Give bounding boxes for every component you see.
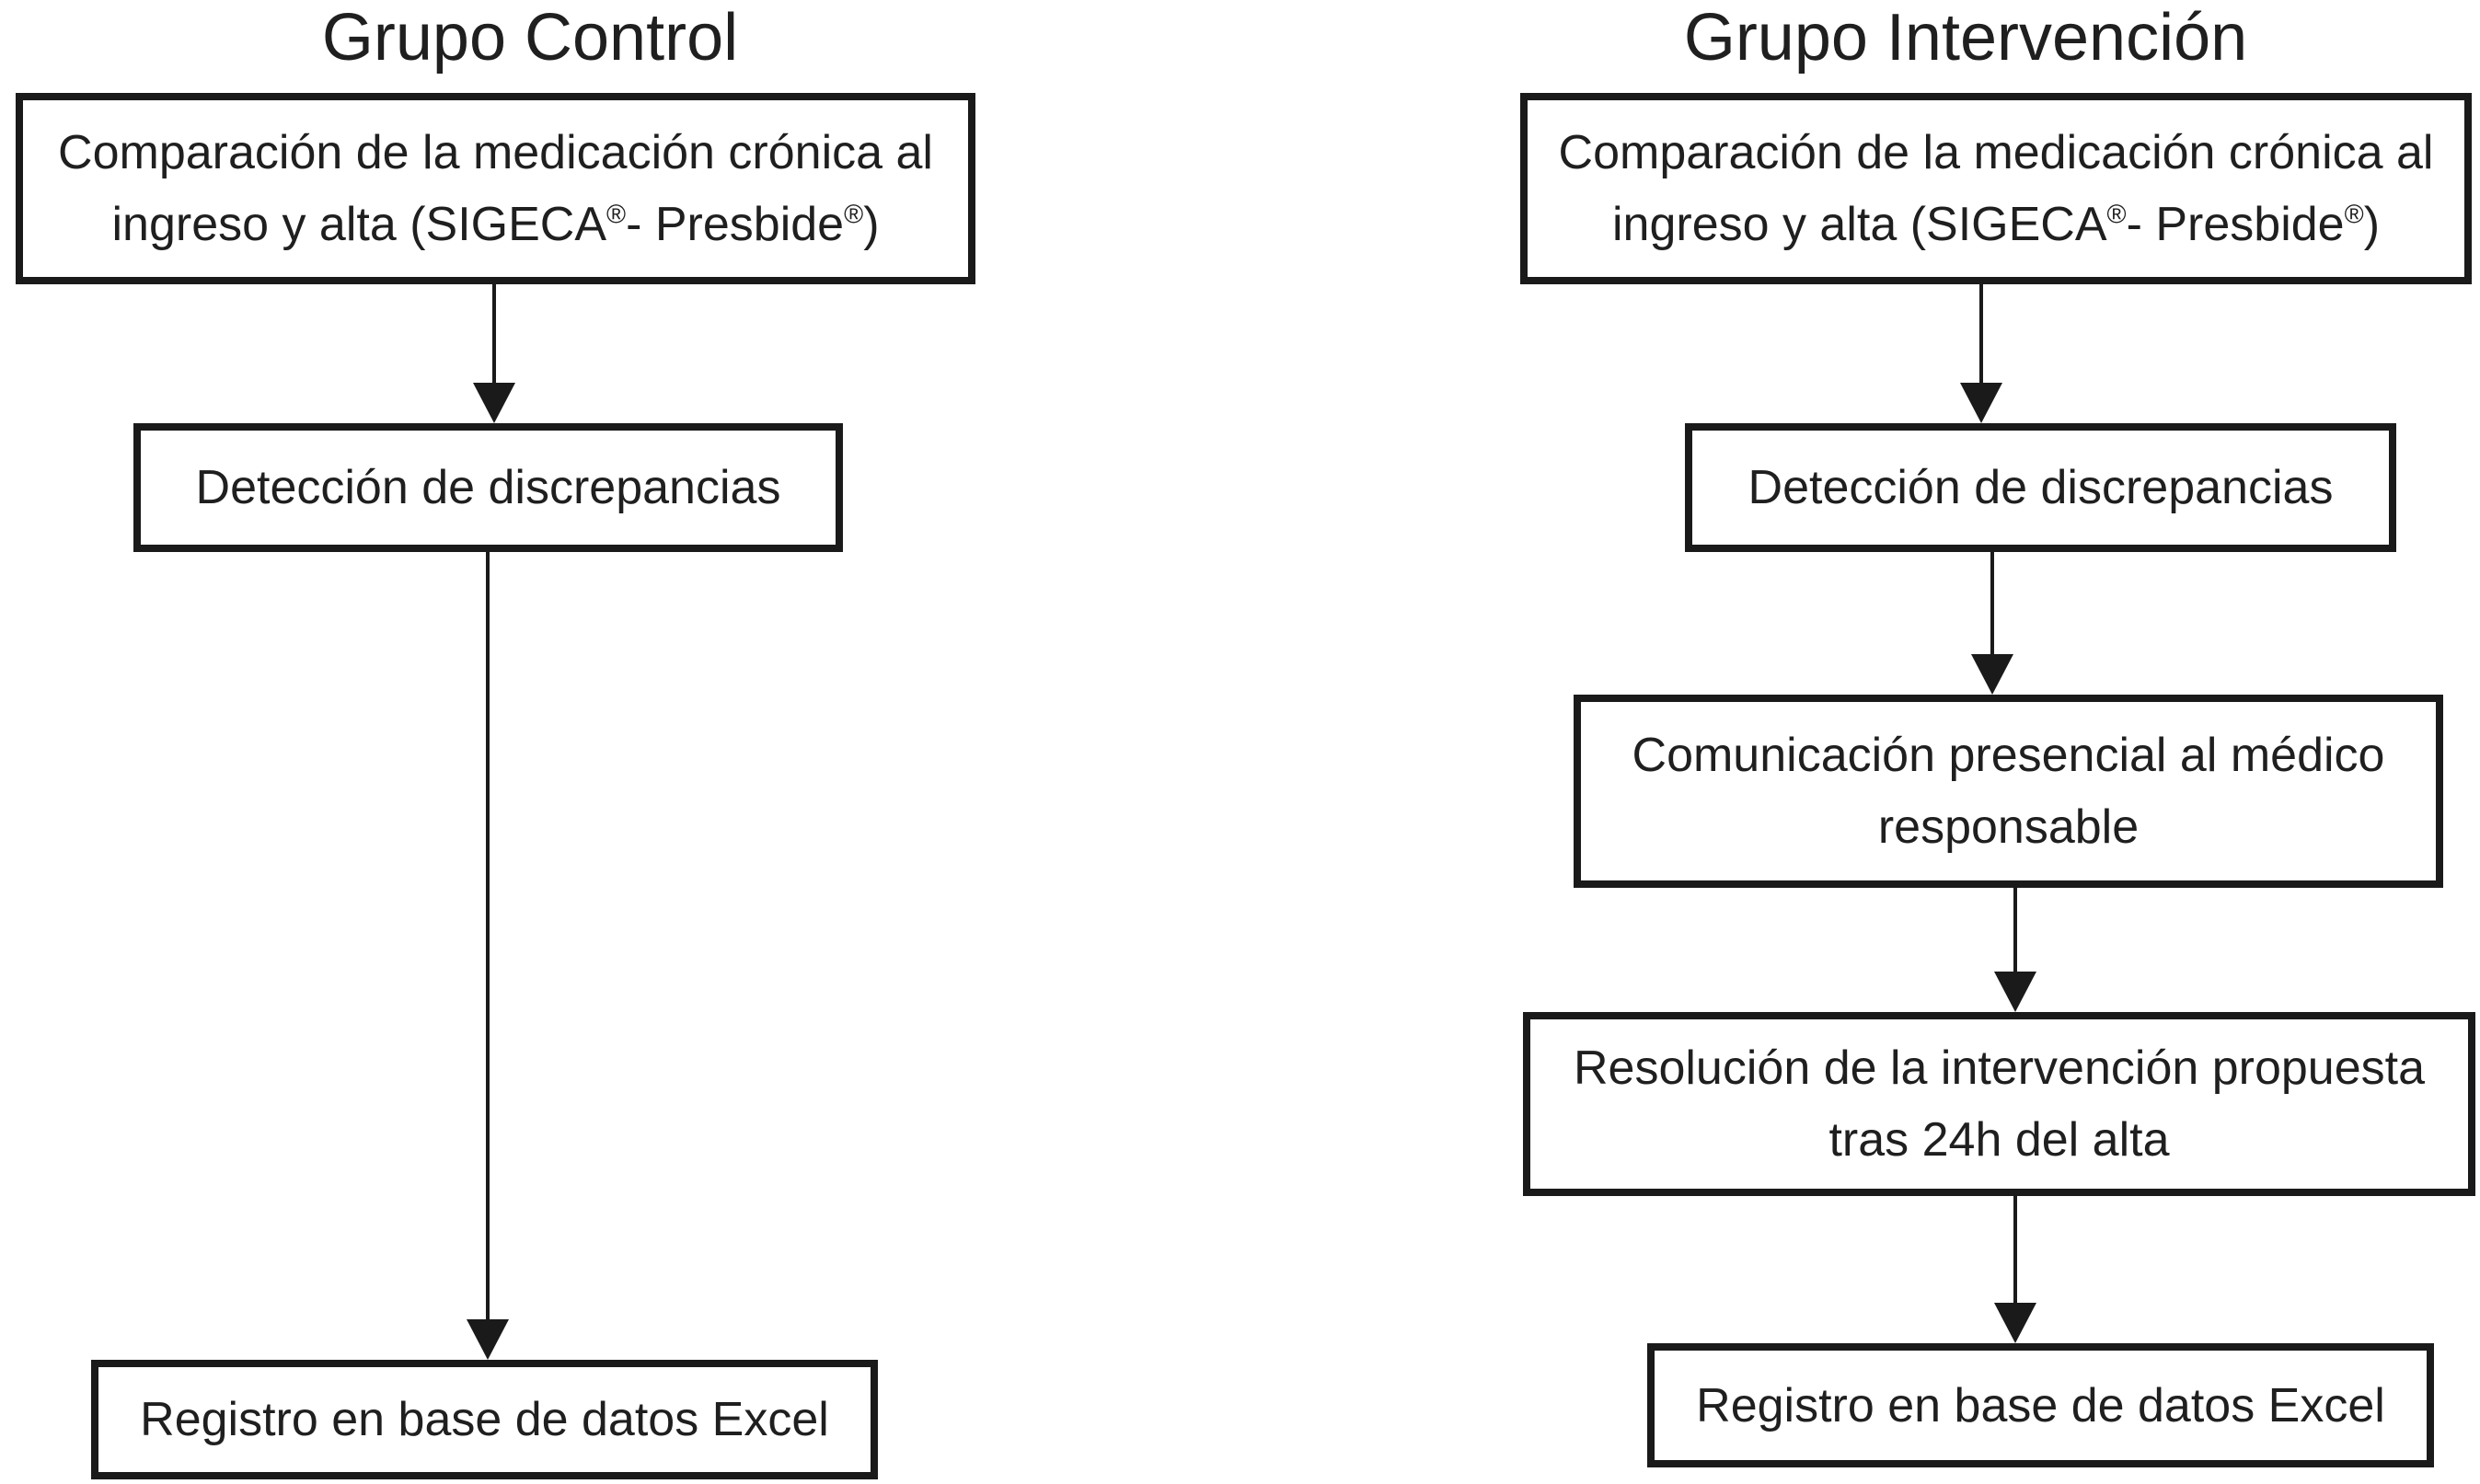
intervention-node-registro: Registro en base de datos Excel	[1647, 1343, 2434, 1467]
control-arrow-1-line	[492, 284, 496, 383]
arrow-down-icon	[1994, 1303, 2036, 1343]
node-text-line: Comparación de la medicación crónica al	[58, 126, 933, 179]
node-text-line: responsable	[1877, 800, 2140, 854]
node-text-line: Comparación de la medicación crónica al	[1558, 126, 2434, 179]
arrow-down-icon	[473, 383, 515, 423]
control-node-comparacion: Comparación de la medicación crónica al …	[16, 93, 975, 284]
intervention-arrow-3-line	[2013, 888, 2017, 972]
node-text-line: tras 24h del alta	[1828, 1113, 2170, 1167]
intervention-node-resolucion: Resolución de la intervención propuesta …	[1523, 1012, 2475, 1196]
intervention-node-comunicacion: Comunicación presencial al médico respon…	[1574, 695, 2443, 888]
node-text-line: ingreso y alta (SIGECA®- Presbide®)	[1611, 198, 2381, 251]
control-column-title: Grupo Control	[321, 1, 739, 75]
arrow-down-icon	[1971, 654, 2013, 695]
node-text-line: Resolución de la intervención propuesta	[1573, 1041, 2426, 1095]
control-arrow-2-line	[486, 552, 490, 1319]
intervention-arrow-4-line	[2013, 1196, 2017, 1303]
node-text-line: Comunicación presencial al médico	[1632, 729, 2385, 782]
intervention-node-comparacion: Comparación de la medicación crónica al …	[1520, 93, 2472, 284]
node-text-line: Registro en base de datos Excel	[140, 1393, 829, 1446]
arrow-down-icon	[1994, 972, 2036, 1012]
node-text-line: Detección de discrepancias	[195, 461, 781, 514]
control-node-registro: Registro en base de datos Excel	[91, 1360, 878, 1479]
intervention-node-deteccion: Detección de discrepancias	[1685, 423, 2396, 552]
intervention-arrow-1-line	[1979, 284, 1983, 383]
node-text-line: ingreso y alta (SIGECA®- Presbide®)	[111, 198, 880, 251]
control-node-deteccion: Detección de discrepancias	[133, 423, 843, 552]
arrow-down-icon	[467, 1319, 509, 1360]
node-text-line: Detección de discrepancias	[1748, 461, 2334, 514]
node-text-line: Registro en base de datos Excel	[1696, 1378, 2385, 1432]
arrow-down-icon	[1960, 383, 2002, 423]
intervention-arrow-2-line	[1990, 552, 1994, 654]
intervention-column-title: Grupo Intervención	[1683, 1, 2248, 75]
